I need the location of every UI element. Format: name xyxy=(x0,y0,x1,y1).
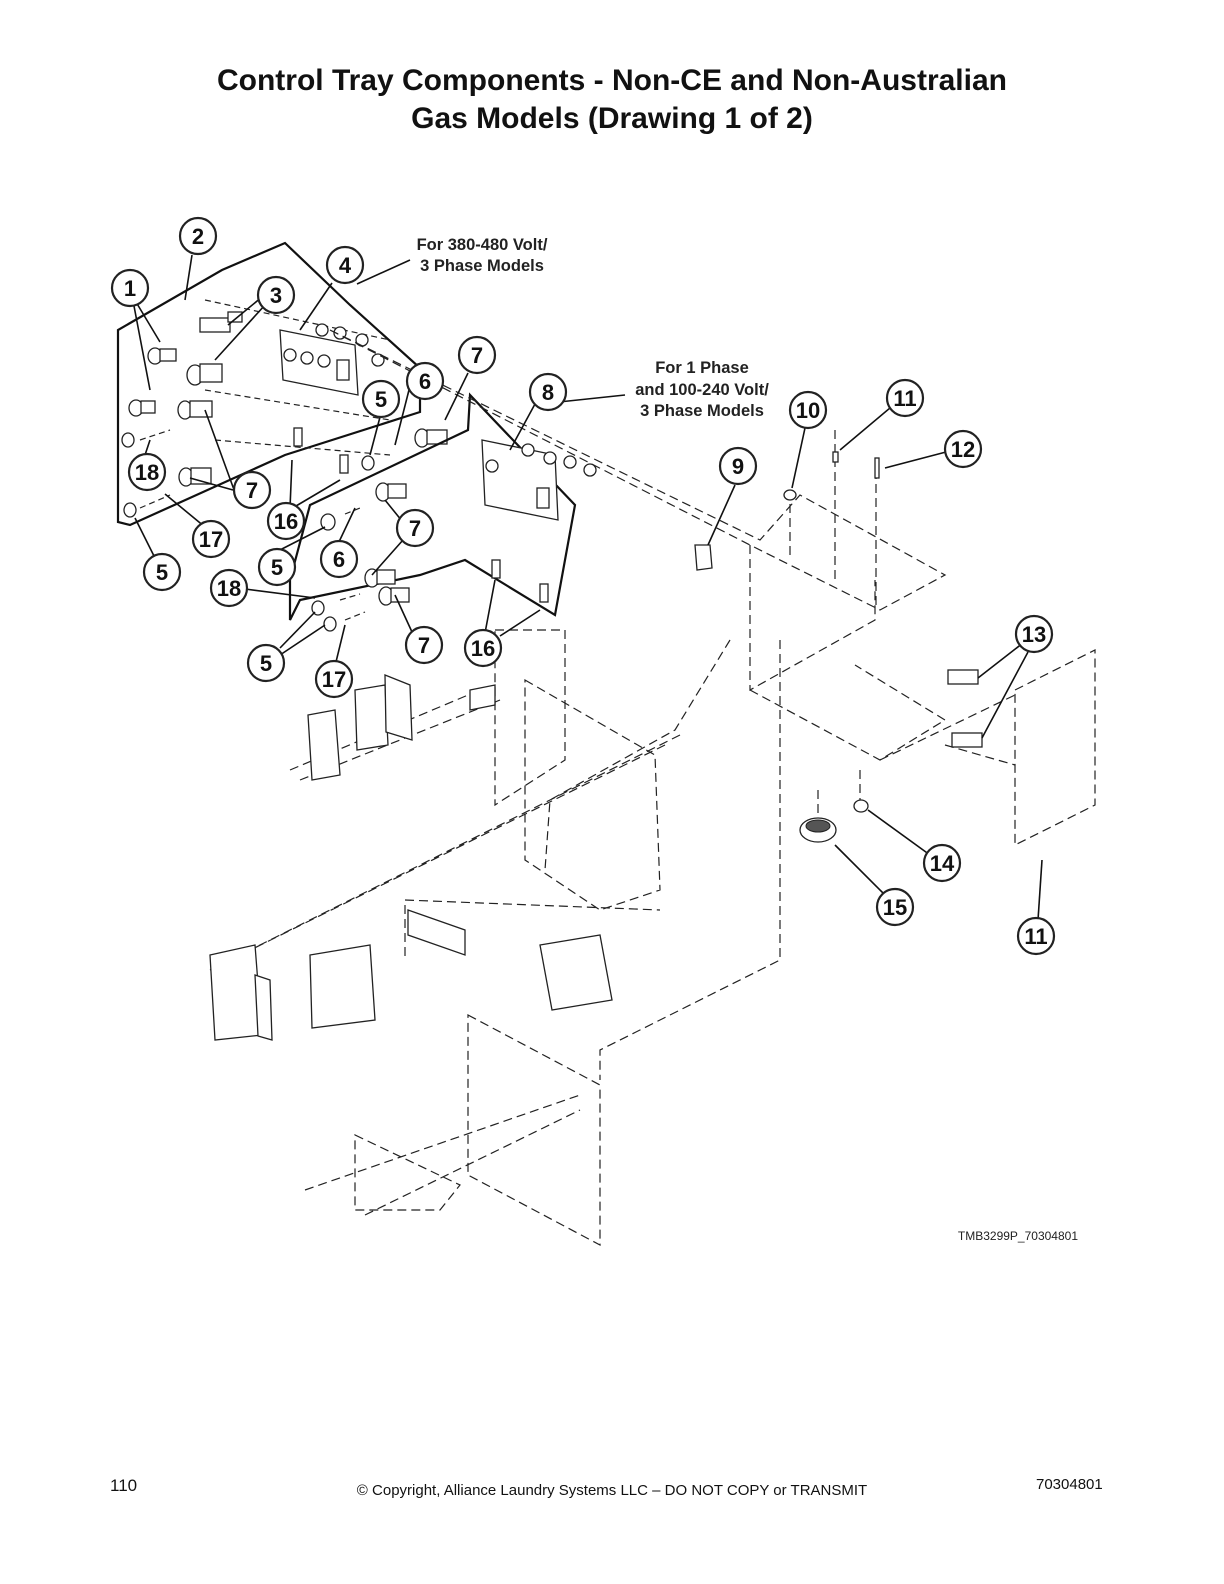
svg-text:17: 17 xyxy=(199,527,223,552)
drawing-code: TMB3299P_70304801 xyxy=(958,1229,1078,1243)
svg-text:16: 16 xyxy=(471,636,495,661)
callout-18: 18 xyxy=(209,568,249,608)
svg-text:7: 7 xyxy=(471,343,483,368)
svg-text:9: 9 xyxy=(732,454,744,479)
callout-9: 9 xyxy=(718,446,758,486)
callout-16: 16 xyxy=(266,501,306,541)
svg-text:5: 5 xyxy=(260,651,272,676)
callout-8: 8 xyxy=(528,372,568,412)
callout-7: 7 xyxy=(232,470,272,510)
exploded-lines xyxy=(209,329,1096,1246)
svg-text:16: 16 xyxy=(274,509,298,534)
note-380-line-2: 3 Phase Models xyxy=(420,257,544,275)
lower-components xyxy=(209,451,983,1041)
page-title: Control Tray Components - Non-CE and Non… xyxy=(0,62,1224,138)
svg-text:5: 5 xyxy=(271,555,283,580)
svg-text:14: 14 xyxy=(930,851,955,876)
callout-7: 7 xyxy=(457,335,497,375)
svg-text:5: 5 xyxy=(375,387,387,412)
svg-text:7: 7 xyxy=(418,633,430,658)
page-number: 110 xyxy=(110,1476,138,1495)
callout-2: 2 xyxy=(178,216,218,256)
callout-5: 5 xyxy=(142,552,182,592)
svg-text:11: 11 xyxy=(893,386,916,411)
svg-text:2: 2 xyxy=(192,224,204,249)
leader-lines xyxy=(133,254,1043,921)
callout-7: 7 xyxy=(404,625,444,665)
callout-13: 13 xyxy=(1014,614,1054,654)
copyright-notice: © Copyright, Alliance Laundry Systems LL… xyxy=(356,1482,868,1499)
note-380-line-1: For 380-480 Volt/ xyxy=(417,236,548,254)
svg-text:18: 18 xyxy=(217,576,241,601)
svg-text:15: 15 xyxy=(883,895,907,920)
svg-text:6: 6 xyxy=(419,369,431,394)
note-1ph-line-2: and 100-240 Volt/ xyxy=(635,381,769,399)
callout-6: 6 xyxy=(405,361,445,401)
callout-5: 5 xyxy=(246,643,286,683)
svg-text:10: 10 xyxy=(796,398,820,423)
svg-text:12: 12 xyxy=(951,437,975,462)
panel-1-phase xyxy=(288,392,597,632)
callout-10: 10 xyxy=(788,390,828,430)
callout-5: 5 xyxy=(257,547,297,587)
panel-380-480v xyxy=(116,241,448,527)
svg-text:1: 1 xyxy=(124,276,136,301)
callouts: 2 1 4 3 7 6 5 8 10 11 12 9 18 7 16 7 17 … xyxy=(110,216,1056,956)
svg-text:7: 7 xyxy=(409,516,421,541)
title-line-2: Gas Models (Drawing 1 of 2) xyxy=(411,102,813,135)
callout-6: 6 xyxy=(319,539,359,579)
callout-11: 11 xyxy=(1016,916,1056,956)
callout-16: 16 xyxy=(463,628,503,668)
svg-text:13: 13 xyxy=(1022,622,1046,647)
callout-18: 18 xyxy=(127,452,167,492)
callout-4: 4 xyxy=(325,245,365,285)
callout-12: 12 xyxy=(943,429,983,469)
svg-text:7: 7 xyxy=(246,478,258,503)
note-1ph-line-1: For 1 Phase xyxy=(655,359,749,377)
svg-text:11: 11 xyxy=(1024,924,1047,949)
callout-1: 1 xyxy=(110,268,150,308)
callout-17: 17 xyxy=(314,659,354,699)
svg-text:5: 5 xyxy=(156,560,168,585)
callout-7: 7 xyxy=(395,508,435,548)
note-380-480v: For 380-480 Volt/ 3 Phase Models xyxy=(417,236,548,275)
callout-3: 3 xyxy=(256,275,296,315)
callout-5: 5 xyxy=(361,379,401,419)
svg-text:17: 17 xyxy=(322,667,346,692)
svg-text:8: 8 xyxy=(542,380,554,405)
note-1ph-line-3: 3 Phase Models xyxy=(640,402,764,420)
svg-text:4: 4 xyxy=(339,253,352,278)
callout-14: 14 xyxy=(922,843,962,883)
document-number: 70304801 xyxy=(1036,1476,1103,1493)
svg-text:6: 6 xyxy=(333,547,345,572)
callout-17: 17 xyxy=(191,519,231,559)
callout-15: 15 xyxy=(875,887,915,927)
svg-text:3: 3 xyxy=(270,283,282,308)
title-line-1: Control Tray Components - Non-CE and Non… xyxy=(216,64,1007,97)
svg-text:18: 18 xyxy=(135,460,159,485)
note-1-phase: For 1 Phase and 100-240 Volt/ 3 Phase Mo… xyxy=(635,359,769,420)
callout-11: 11 xyxy=(885,378,925,418)
